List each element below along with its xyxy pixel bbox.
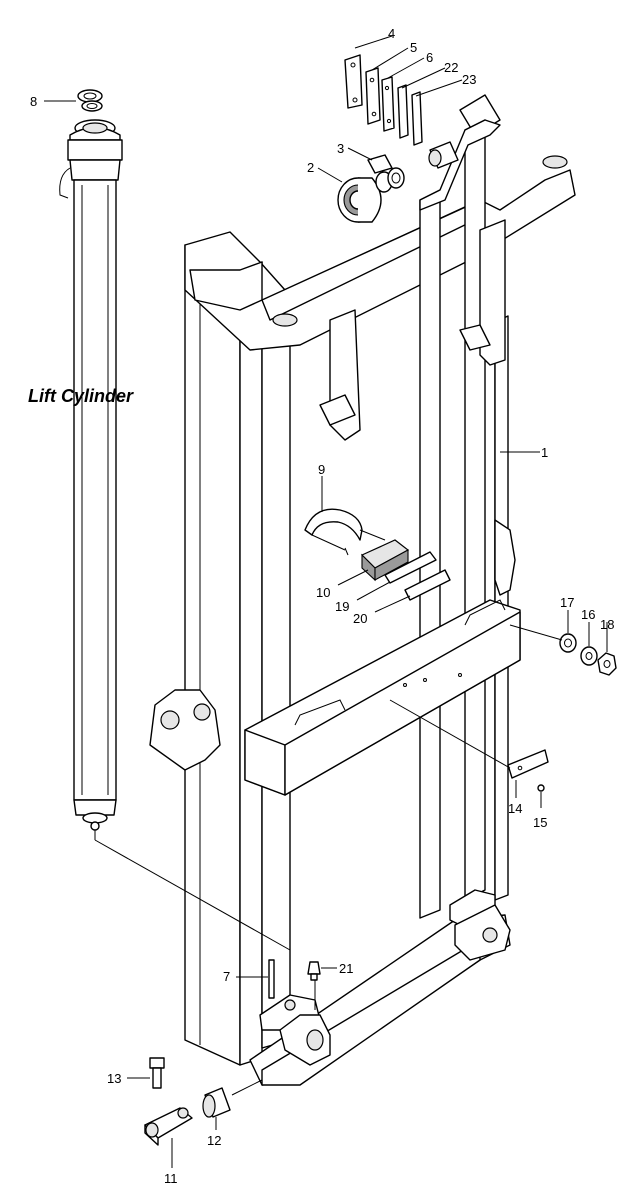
callout-18: 18 — [600, 617, 614, 632]
bottom-cylinder-mount — [259, 994, 331, 1066]
part-7-pin — [268, 959, 275, 999]
callout-21: 21 — [339, 961, 353, 976]
inner-mast — [419, 119, 511, 961]
callout-11: 11 — [164, 1171, 178, 1186]
callout-15: 15 — [533, 815, 547, 830]
part-11-pin-block — [144, 1107, 193, 1146]
callout-16: 16 — [581, 607, 595, 622]
part-17-washer — [559, 633, 577, 653]
part-19-plate — [384, 551, 437, 584]
callout-3: 3 — [337, 141, 344, 156]
diagram-title: Lift Cylinder — [28, 386, 134, 406]
cylinder-top-washers — [77, 89, 103, 112]
part-21-grease-nipple — [307, 961, 321, 981]
mast-brackets — [319, 219, 506, 441]
callout-2: 2 — [307, 160, 314, 175]
part-12-bushing — [202, 1087, 231, 1118]
callout-19: 19 — [335, 599, 349, 614]
cross-beam — [244, 599, 521, 796]
callout-labels: 1 2 3 4 5 6 7 8 9 10 11 12 13 14 15 16 1… — [30, 26, 614, 1186]
right-side-bracket — [494, 519, 516, 596]
bearing-shaft — [428, 141, 459, 169]
callout-13: 13 — [107, 1071, 121, 1086]
callout-8: 8 — [30, 94, 37, 109]
part-14-plate — [507, 749, 549, 779]
part-15-screw — [537, 784, 545, 792]
part-22-shim — [397, 84, 409, 139]
part-10-rubber-block — [360, 539, 410, 582]
part-6-shim — [381, 76, 395, 132]
callout-4: 4 — [388, 26, 395, 41]
callout-6: 6 — [426, 50, 433, 65]
callout-17: 17 — [560, 595, 574, 610]
left-mounting-lug — [149, 689, 221, 771]
part-9-hose-clamp — [304, 508, 386, 556]
callout-1: 1 — [541, 445, 548, 460]
callout-14: 14 — [508, 801, 522, 816]
callout-10: 10 — [316, 585, 330, 600]
part-4-bracket — [344, 54, 363, 109]
callout-23: 23 — [462, 72, 476, 87]
callout-7: 7 — [223, 969, 230, 984]
callout-9: 9 — [318, 462, 325, 477]
part-18-nut — [597, 652, 617, 676]
part-5-shim — [365, 67, 381, 125]
part-16-washer — [580, 646, 598, 666]
part-2-bearing — [337, 177, 382, 223]
callout-22: 22 — [444, 60, 458, 75]
callout-12: 12 — [207, 1133, 221, 1148]
leader-lines — [44, 35, 608, 1168]
part-13-bolt — [149, 1057, 165, 1089]
outer-mast-frame — [184, 94, 576, 1086]
part-23-shim — [411, 91, 423, 146]
part-3-spacer — [367, 154, 405, 193]
lift-cylinder — [59, 119, 123, 831]
callout-20: 20 — [353, 611, 367, 626]
callout-5: 5 — [410, 40, 417, 55]
